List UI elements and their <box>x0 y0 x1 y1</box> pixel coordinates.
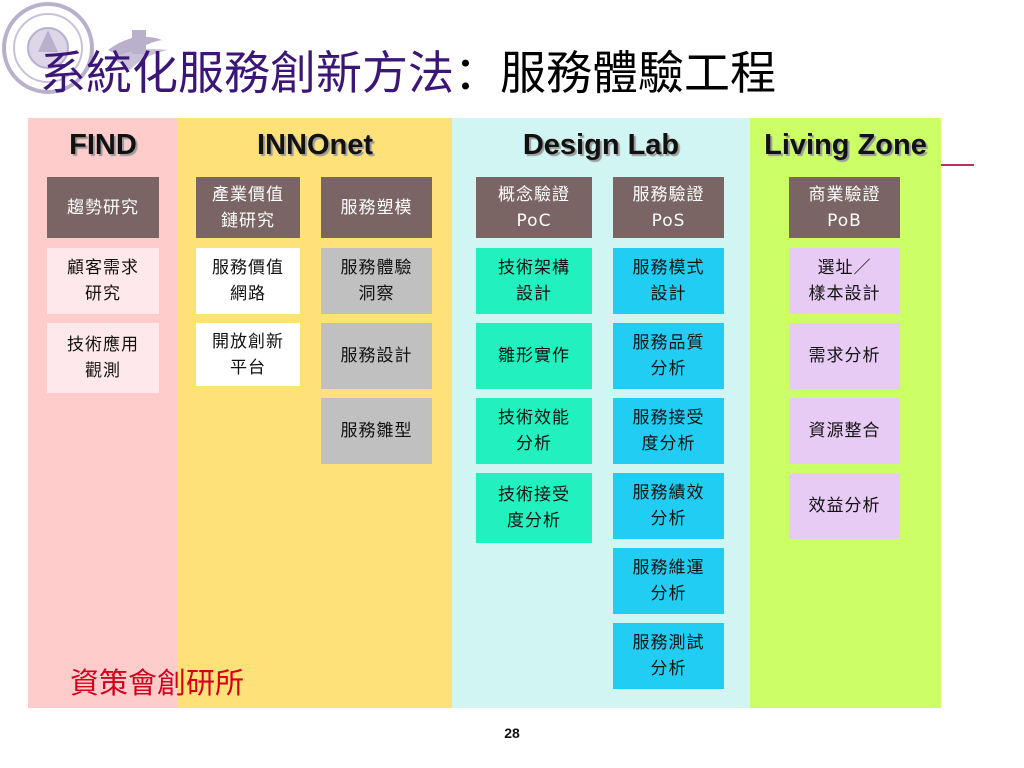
design-item-tech-acceptance: 技術接受 度分析 <box>476 473 592 543</box>
title-sub: ：服務體驗工程 <box>454 46 776 100</box>
living-item-resource-integration: 資源整合 <box>789 398 900 464</box>
design-item-prototype-build: 雛形實作 <box>476 323 592 389</box>
column-header-design-lab: Design Lab <box>522 129 680 161</box>
design-item-tech-architecture: 技術架構 設計 <box>476 248 592 314</box>
living-item-pob: 商業驗證 PoB <box>789 177 900 238</box>
find-item-tech-observation: 技術應用 觀測 <box>47 323 159 393</box>
innonet-item-experience-insight: 服務體驗 洞察 <box>321 248 432 314</box>
design-item-service-model: 服務模式 設計 <box>613 248 724 314</box>
innonet-item-service-design: 服務設計 <box>321 323 432 389</box>
find-item-trend-research: 趨勢研究 <box>47 177 159 238</box>
living-item-needs-analysis: 需求分析 <box>789 323 900 389</box>
column-header-find: FIND <box>69 129 137 161</box>
innonet-item-open-platform: 開放創新 平台 <box>196 323 300 386</box>
design-item-poc: 概念驗證 PoC <box>476 177 592 238</box>
university-seal-logo <box>2 2 168 94</box>
design-item-service-testing: 服務測試 分析 <box>613 623 724 689</box>
living-item-site-selection: 選址／ 樣本設計 <box>789 248 900 314</box>
title-accent-line <box>940 164 974 166</box>
innonet-item-service-prototype: 服務雛型 <box>321 398 432 464</box>
design-item-service-quality: 服務品質 分析 <box>613 323 724 389</box>
page-number: 28 <box>504 725 520 741</box>
title-main: 系統化服務創新方法 <box>40 46 454 100</box>
design-item-service-performance: 服務績效 分析 <box>613 473 724 539</box>
living-item-benefit-analysis: 效益分析 <box>789 473 900 539</box>
organization-label: 資策會創研所 <box>70 666 245 700</box>
find-item-customer-needs: 顧客需求 研究 <box>47 248 159 314</box>
innonet-item-value-chain: 產業價值 鏈研究 <box>196 177 300 238</box>
innonet-item-service-modeling: 服務塑模 <box>321 177 432 238</box>
innonet-item-value-network: 服務價值 網路 <box>196 248 300 314</box>
column-header-living-zone: Living Zone <box>764 129 927 161</box>
design-item-pos: 服務驗證 PoS <box>613 177 724 238</box>
design-item-service-operation: 服務維運 分析 <box>613 548 724 614</box>
design-item-service-acceptance: 服務接受 度分析 <box>613 398 724 464</box>
design-item-tech-performance: 技術效能 分析 <box>476 398 592 464</box>
slide-title: 系統化服務創新方法：服務體驗工程 <box>40 38 776 108</box>
column-header-innonet: INNOnet <box>257 129 373 161</box>
